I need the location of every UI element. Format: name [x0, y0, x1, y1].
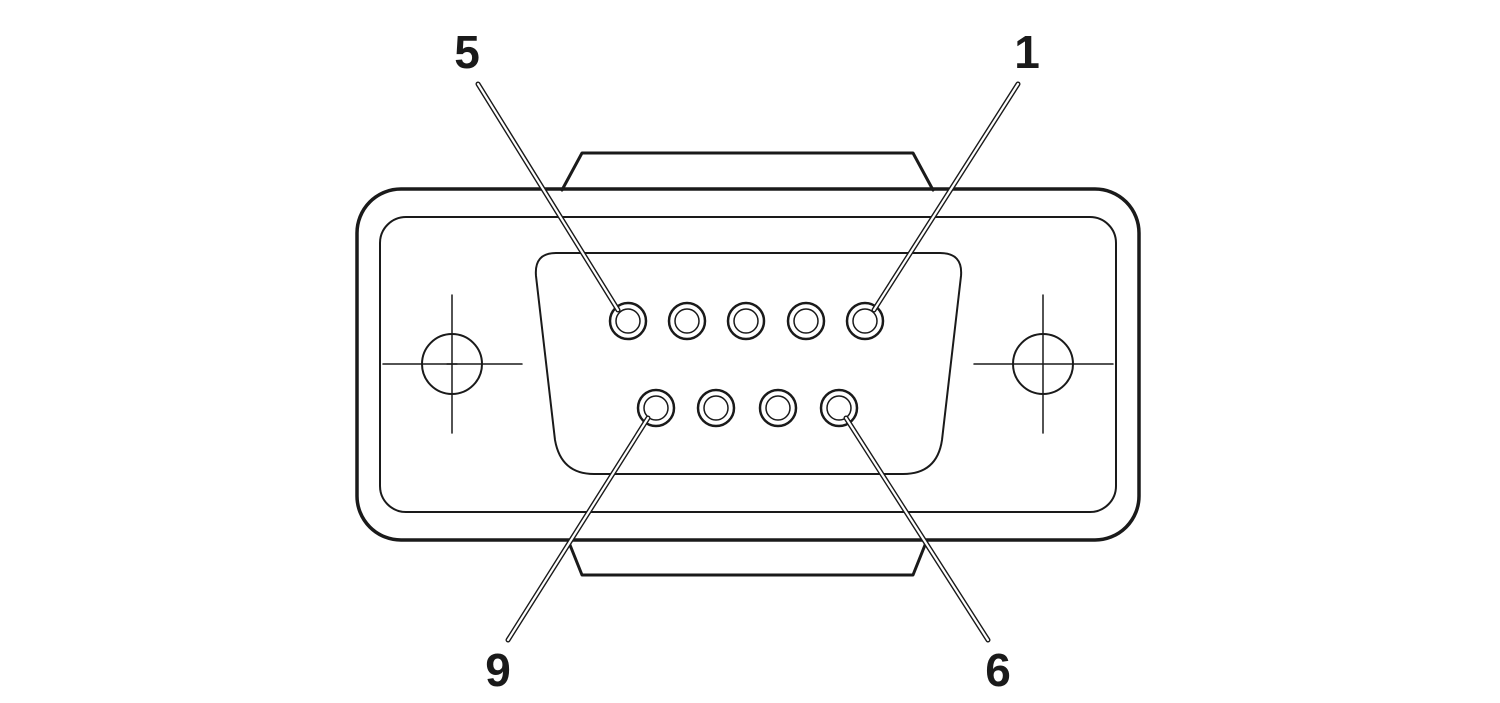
mounting-hole-right [973, 294, 1114, 434]
bottom-tab [566, 538, 929, 577]
pin-bottom-2 [696, 388, 736, 428]
pin-label-5: 5 [454, 26, 480, 78]
pin-top-5 [845, 301, 885, 341]
top-tab [560, 151, 935, 192]
pin-top-2 [667, 301, 707, 341]
pin-top-1 [608, 301, 648, 341]
pin-bottom-4 [819, 388, 859, 428]
mounting-hole-left [382, 294, 523, 434]
pin-top-3 [726, 301, 766, 341]
pin-bottom-1 [636, 388, 676, 428]
pin-top-4 [786, 301, 826, 341]
d-shell [534, 252, 963, 475]
leader-lines [475, 81, 1021, 643]
pin-bottom-3 [758, 388, 798, 428]
pin-label-6: 6 [985, 644, 1011, 696]
inner-flange [379, 216, 1117, 513]
pin-label-1: 1 [1014, 26, 1040, 78]
outer-flange [355, 187, 1141, 542]
pin-label-9: 9 [485, 644, 511, 696]
